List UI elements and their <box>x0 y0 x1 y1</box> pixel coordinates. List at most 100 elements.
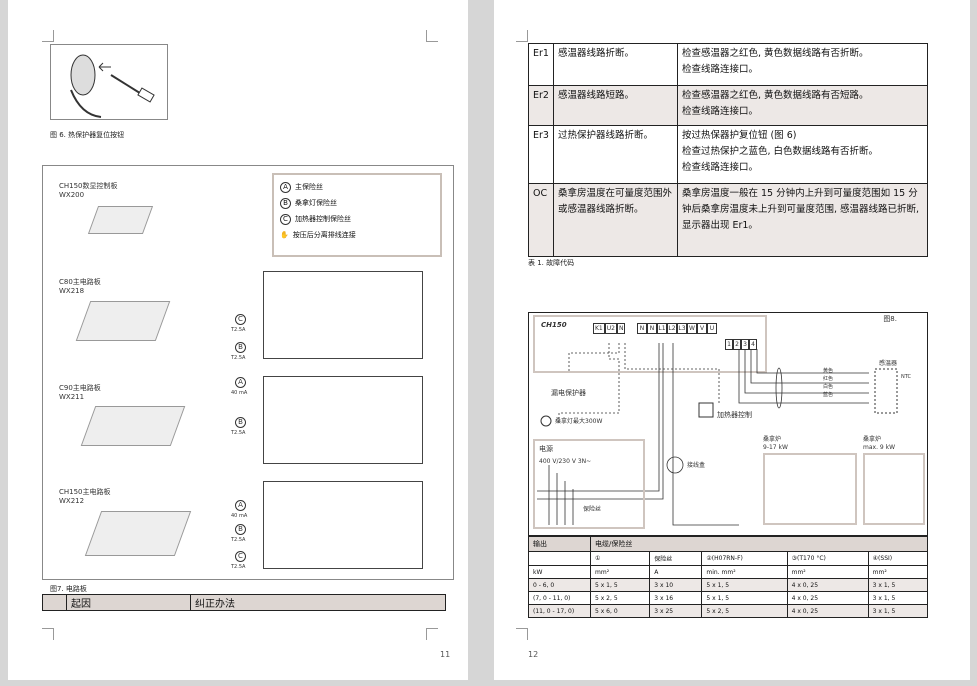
crop-mark <box>426 628 438 640</box>
cell: 5 x 6, 0 <box>589 604 651 618</box>
fuse-rating: T2.5A <box>231 537 246 543</box>
wire-yellow: 黄色 <box>823 368 834 374</box>
crop-mark <box>42 628 54 640</box>
error-cause: 桑拿房温度在可量度范围外或感温器线路折断。 <box>552 183 678 257</box>
cell: 3 x 16 <box>649 591 703 605</box>
page-11: 图 6. 热保护器复位按钮 CH150数显控制板 WX200 C80主电路板 W… <box>8 0 468 680</box>
cell: (7, 0 - 11, 0) <box>528 591 591 605</box>
fuse-rating: T2.5A <box>231 564 246 570</box>
subheader: ③(T170 °C) <box>786 551 869 566</box>
unit: A <box>649 565 703 579</box>
unit: mm² <box>867 565 929 579</box>
page-number: 12 <box>528 650 539 659</box>
error-cause: 感温器线路折断。 <box>552 43 678 86</box>
unit: kW <box>528 565 591 579</box>
board-code: WX200 <box>59 191 85 199</box>
col-header: 电缆/保险丝 <box>590 536 928 552</box>
legend-text: 加热器控制保险丝 <box>295 215 351 223</box>
board-code: WX211 <box>59 393 85 401</box>
press-connector-icon: ✋ <box>280 231 289 239</box>
fuse-rating: T2.5A <box>231 327 246 333</box>
cell: 5 x 2, 5 <box>701 604 788 618</box>
fix-header: 纠正办法 <box>190 594 446 611</box>
fix-line: 桑拿房温度一般在 15 分钟内上升到可量度范围如 15 分钟后桑拿房温度未上升到… <box>676 183 929 257</box>
reset-button-illustration <box>70 54 155 118</box>
cell: 0 - 6, 0 <box>528 578 591 592</box>
cell: 5 x 1, 5 <box>701 578 788 592</box>
fuse-a-marker: A <box>235 500 246 511</box>
legend-text: 桑拿灯保险丝 <box>295 199 337 207</box>
board-code: WX218 <box>59 287 85 295</box>
power-box <box>533 439 645 529</box>
figure-7-frame: CH150数显控制板 WX200 C80主电路板 WX218 C90主电路板 W… <box>42 165 454 580</box>
marker-a: A <box>280 181 291 193</box>
page-number: 11 <box>440 650 451 659</box>
cell: 3 x 1, 5 <box>867 604 929 618</box>
sensor-icon <box>874 368 898 414</box>
top-terminals: K1 U2 N <box>593 323 626 334</box>
col-header: 输出 <box>528 536 591 552</box>
marker-b: B <box>280 197 291 209</box>
wire-blue: 蓝色 <box>823 392 834 398</box>
unit: mm² <box>786 565 869 579</box>
cell: 5 x 1, 5 <box>589 578 651 592</box>
board-name: C80主电路板 <box>59 278 101 286</box>
fix-line: 检查线路连接口。 <box>681 106 758 117</box>
terminal: 4 <box>749 339 757 350</box>
terminal: N <box>616 323 626 334</box>
sensor-label: 感温器 <box>879 360 898 367</box>
board-illustration <box>80 406 186 446</box>
crop-mark <box>516 30 528 42</box>
error-code: Er1 <box>528 43 554 86</box>
heater-1-box <box>763 453 857 525</box>
unit: min. mm² <box>701 565 788 579</box>
fuse-b-marker: B <box>235 342 246 353</box>
fix-line: 检查线路连接口。 <box>681 162 758 173</box>
cell: 5 x 1, 5 <box>701 591 788 605</box>
heater-2-range: max. 9 kW <box>863 444 896 451</box>
cell: 3 x 10 <box>649 578 703 592</box>
figure-7-caption: 图7. 电路板 <box>50 585 87 593</box>
terminal: V <box>697 323 707 334</box>
ch150-board-layout <box>263 481 423 569</box>
controller-box <box>533 315 767 373</box>
crop-mark <box>516 628 528 640</box>
voltage-label: 400 V/230 V 3N~ <box>539 458 592 465</box>
cell: 3 x 1, 5 <box>867 591 929 605</box>
figure-8-wiring-diagram: 图8. CH150 K1 U2 N N N L1 L2 L3 W V U 1 2… <box>528 312 928 536</box>
cell: 4 x 0, 25 <box>786 591 869 605</box>
main-terminals: N N L1 L2 L3 W V U <box>637 323 717 334</box>
fuse-label: 保险丝 <box>583 506 602 513</box>
board-illustration <box>84 511 192 556</box>
lamp-icon <box>540 415 552 427</box>
terminal: U <box>707 323 717 334</box>
heater-1-range: 9-17 kW <box>763 444 788 451</box>
power-label: 电源 <box>539 445 553 453</box>
fix-line: 按过热保器护复位钮 (图 6) <box>681 130 797 141</box>
table-1-caption: 表 1. 故障代码 <box>528 259 575 267</box>
figure-label: 图8. <box>883 315 897 323</box>
terminal: N <box>647 323 657 334</box>
subheader: ① <box>589 551 651 566</box>
terminal: K1 <box>593 323 605 334</box>
wiring-lines <box>537 343 898 526</box>
figure-6-caption: 图 6. 热保护器复位按钮 <box>50 131 125 139</box>
subheader: ②(H07RN-F) <box>701 551 788 566</box>
cause-table-header: 起因纠正办法 <box>42 594 446 611</box>
ntc-label: NTC <box>901 374 911 380</box>
controller-name: CH150 <box>541 321 567 329</box>
fix-line: 检查感温器之红色, 黄色数据线路有否折断。 <box>681 48 869 59</box>
fuse-c-marker: C <box>235 314 246 325</box>
cell: 3 x 1, 5 <box>867 578 929 592</box>
legend-text: 主保险丝 <box>295 183 323 191</box>
heater-relay-icon <box>698 402 714 418</box>
cause-header: 起因 <box>66 594 191 611</box>
wire-white: 白色 <box>823 384 834 390</box>
terminal: 2 <box>733 339 741 350</box>
terminal: L2 <box>667 323 677 334</box>
